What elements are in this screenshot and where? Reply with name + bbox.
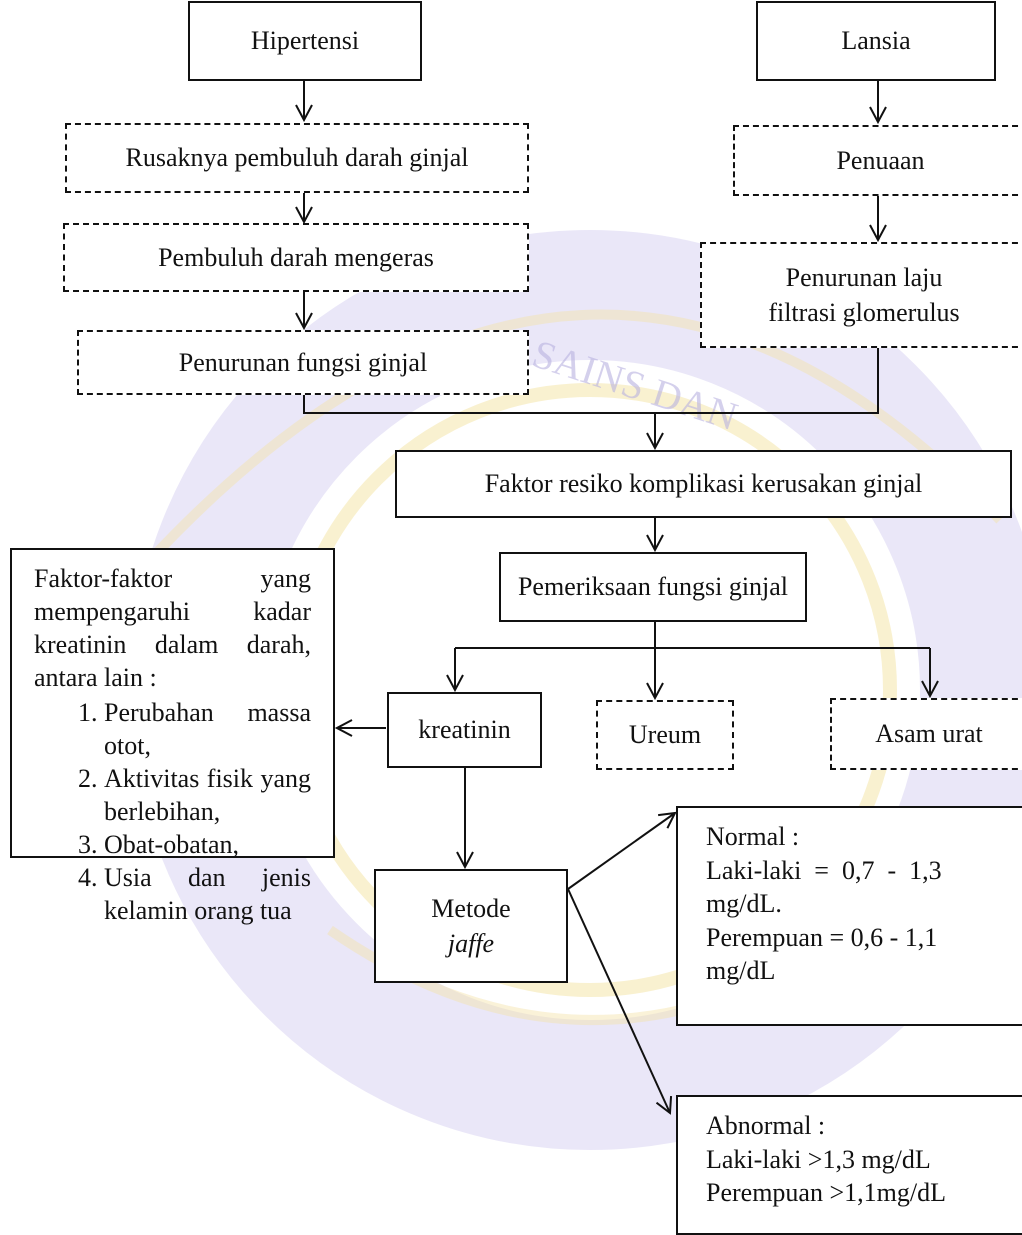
node-kreatinin-label: kreatinin xyxy=(418,715,511,745)
node-penuaan: Penuaan xyxy=(733,125,1022,196)
node-penuaan-label: Penuaan xyxy=(836,145,925,175)
node-hipertensi-label: Hipertensi xyxy=(250,26,360,56)
node-pembuluh-mengeras: Pembuluh darah mengeras xyxy=(63,223,529,292)
merge-line xyxy=(303,348,879,414)
node-asam-urat: Asam urat xyxy=(830,698,1022,770)
factors-item: Obat-obatan, xyxy=(104,828,311,861)
node-metode-jaffe: Metode jaffe xyxy=(374,869,568,983)
node-kreatinin: kreatinin xyxy=(387,692,542,768)
normal-female: Perempuan = 0,6 - 1,1 mg/dL xyxy=(706,922,944,986)
factors-list: Perubahan massa otot, Aktivitas fisik ya… xyxy=(34,696,311,927)
arrow-metode-normal xyxy=(567,813,675,890)
node-abnormal-range: Abnormal : Laki-laki >1,3 mg/dL Perempua… xyxy=(676,1095,1022,1235)
factors-item: Aktivitas fisik yang berlebihan, xyxy=(104,762,311,828)
node-pemeriksaan-label: Pemeriksaan fungsi ginjal xyxy=(517,572,789,602)
abnormal-male: Laki-laki >1,3 mg/dL xyxy=(706,1144,931,1174)
node-lfg-label: Penurunan laju filtrasi glomerulus xyxy=(768,262,960,327)
normal-male: Laki-laki = 0,7 - 1,3 mg/dL. xyxy=(706,855,949,919)
node-rusaknya-pembuluh: Rusaknya pembuluh darah ginjal xyxy=(65,123,529,193)
abnormal-title: Abnormal : xyxy=(706,1111,826,1140)
node-faktor-resiko-label: Faktor resiko komplikasi kerusakan ginja… xyxy=(484,469,923,499)
node-metode-name: jaffe xyxy=(447,929,495,958)
node-ureum: Ureum xyxy=(596,700,734,770)
factors-item: Perubahan massa otot, xyxy=(104,696,311,762)
node-faktor-resiko: Faktor resiko komplikasi kerusakan ginja… xyxy=(395,450,1012,518)
node-ureum-label: Ureum xyxy=(628,720,702,750)
node-lansia-label: Lansia xyxy=(841,26,911,56)
node-faktor-faktor: Faktor-faktor yang mempengaruhi kadar kr… xyxy=(10,548,335,925)
node-lansia: Lansia xyxy=(756,1,996,81)
arrow-metode-abnormal xyxy=(567,888,670,1113)
node-penurunan-fungsi-label: Penurunan fungsi ginjal xyxy=(178,347,428,377)
factors-intro: Faktor-faktor yang mempengaruhi kadar kr… xyxy=(34,564,311,693)
node-rusaknya-label: Rusaknya pembuluh darah ginjal xyxy=(125,143,469,173)
node-metode-label: Metode xyxy=(431,893,511,923)
node-penurunan-fungsi: Penurunan fungsi ginjal xyxy=(77,330,529,395)
node-penurunan-lfg: Penurunan laju filtrasi glomerulus xyxy=(700,242,1022,348)
node-hipertensi: Hipertensi xyxy=(188,1,422,81)
abnormal-female: Perempuan >1,1mg/dL xyxy=(706,1178,946,1208)
node-asam-urat-label: Asam urat xyxy=(875,719,983,749)
node-mengeras-label: Pembuluh darah mengeras xyxy=(158,242,434,272)
factors-item: Usia dan jenis kelamin orang tua xyxy=(104,861,311,927)
node-pemeriksaan: Pemeriksaan fungsi ginjal xyxy=(499,552,807,622)
normal-title: Normal : xyxy=(706,822,800,851)
node-normal-range: Normal : Laki-laki = 0,7 - 1,3 mg/dL. Pe… xyxy=(676,806,1022,1026)
